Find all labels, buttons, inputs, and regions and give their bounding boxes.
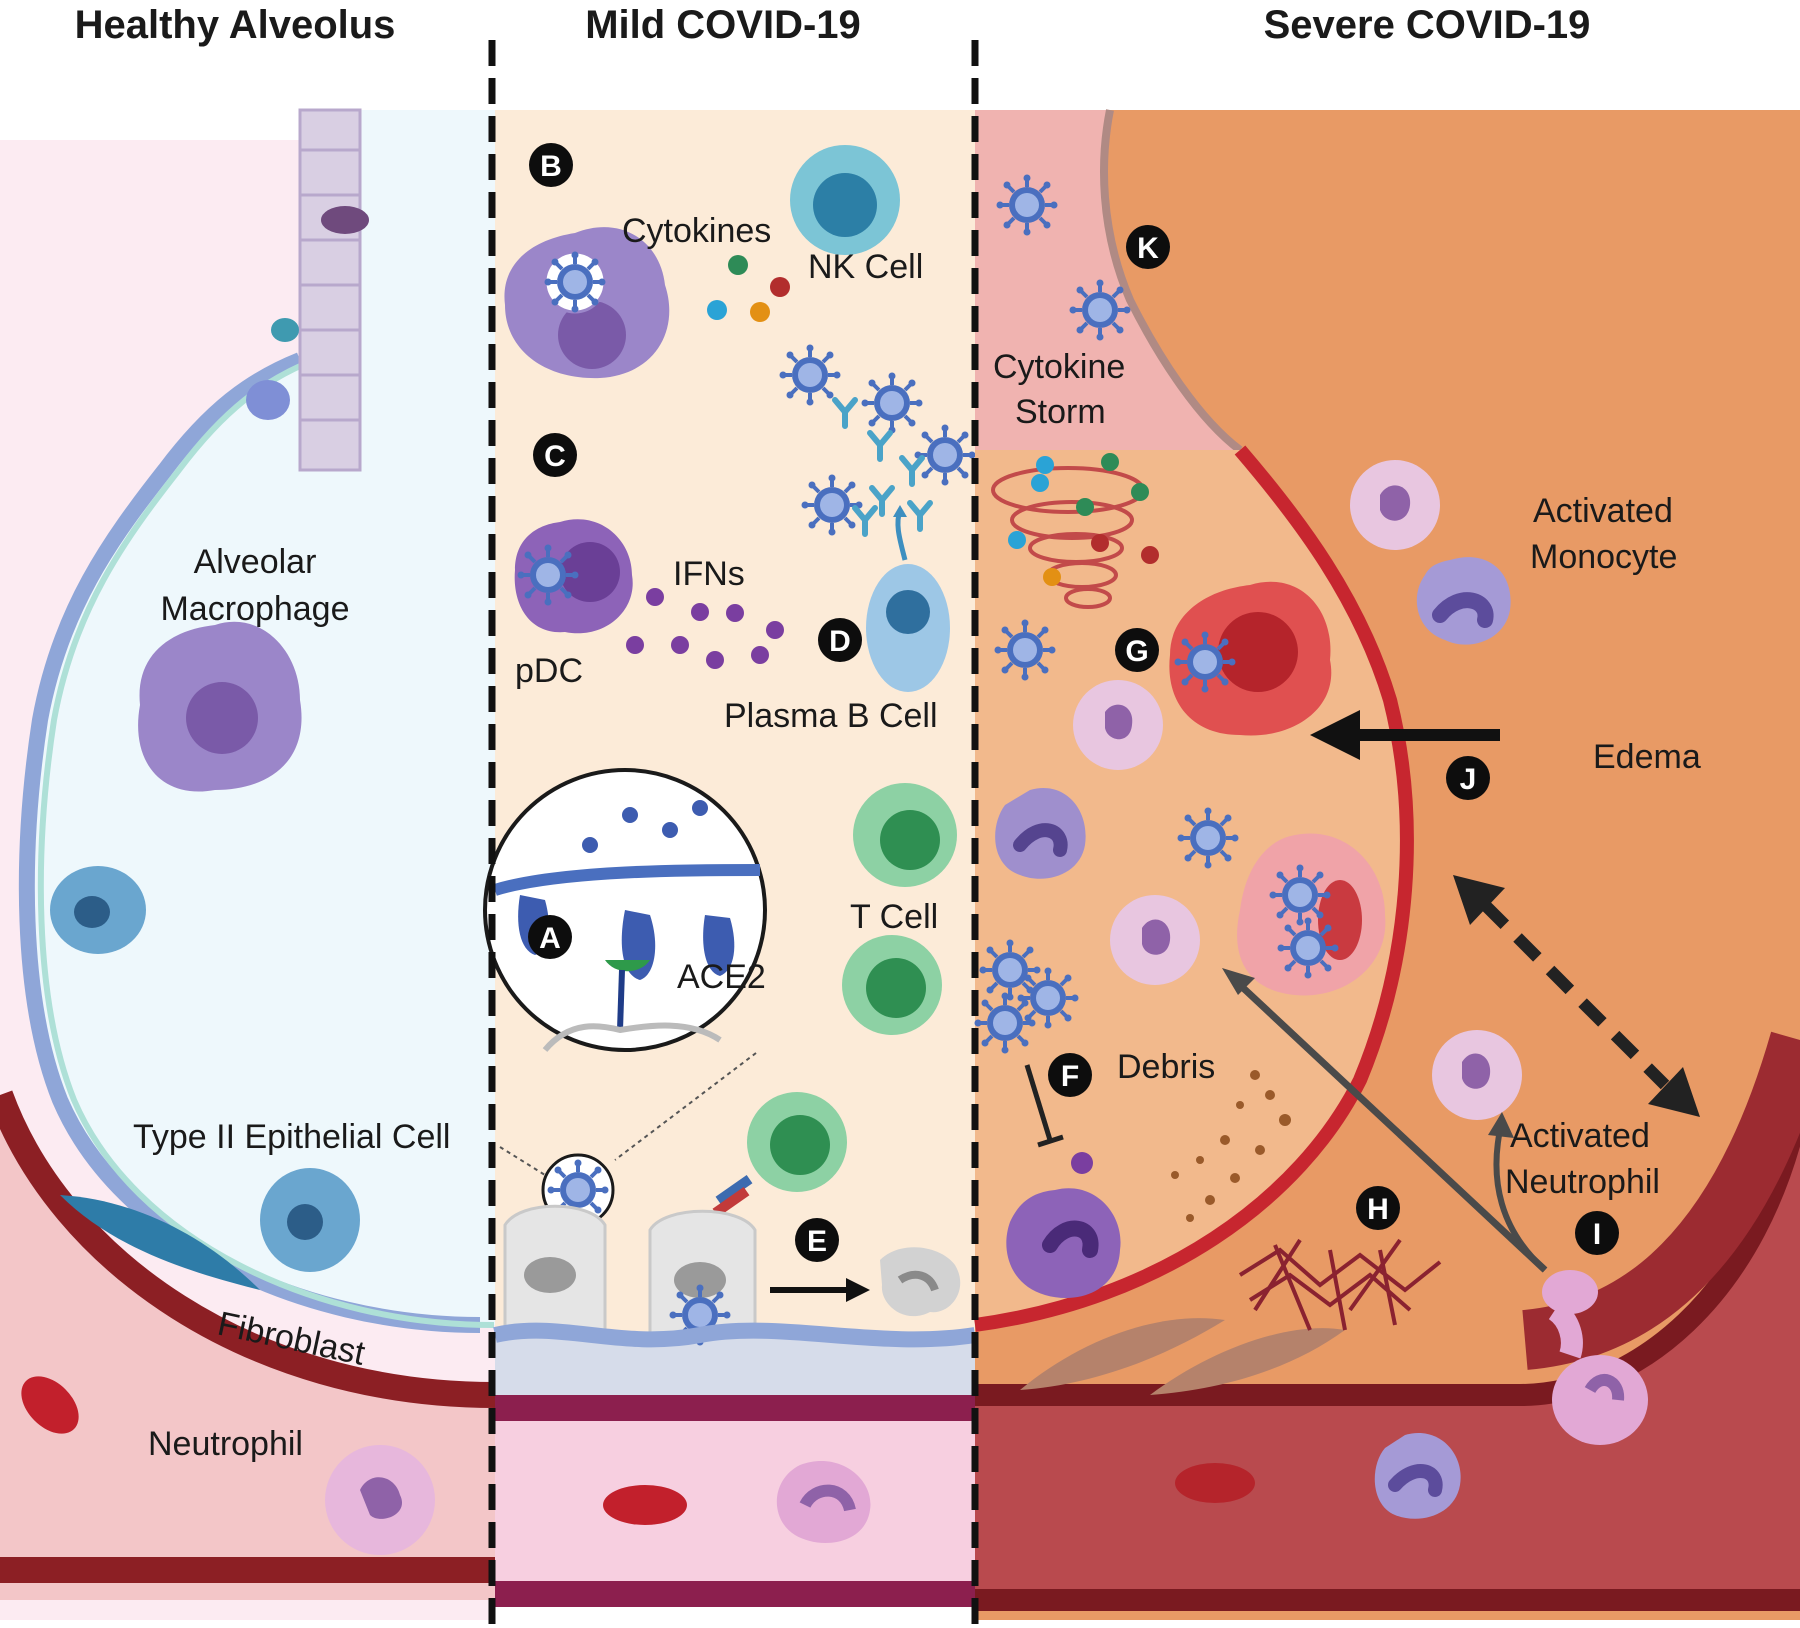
type2-epithelial-label: Type II Epithelial Cell: [133, 1118, 451, 1156]
apoptosis-arrow: [770, 1278, 870, 1302]
activated-neutrophil-cell: [1432, 1030, 1522, 1120]
edema-label: Edema: [1593, 738, 1701, 776]
fibroblast-cell: [60, 1195, 260, 1290]
badge-c: C: [533, 433, 577, 477]
cytokine-storm-label-2: Storm: [1015, 393, 1106, 431]
severe-pdc-cell: [1006, 1188, 1121, 1298]
svg-text:H: H: [1367, 1193, 1389, 1226]
mild-macrophage-cell: [504, 227, 670, 379]
plasma-b-cell-label: Plasma B Cell: [724, 697, 938, 735]
type2-epithelial-cell-upper: [50, 866, 146, 954]
severe-fibroblast-1: [1020, 1318, 1225, 1390]
ifns-label: IFNs: [673, 555, 745, 593]
t-cell-docking: [712, 1092, 847, 1217]
mild-red-blood-cell: [603, 1485, 687, 1525]
fibrin-mesh: [1238, 1238, 1442, 1331]
cytokine-dots: [707, 255, 790, 322]
nk-cell: [790, 145, 900, 255]
cytokines-label: Cytokines: [622, 212, 771, 250]
nk-cell-label: NK Cell: [808, 248, 923, 286]
plasma-b-cell: [866, 505, 950, 692]
mild-panel-title: Mild COVID-19: [585, 3, 861, 47]
svg-text:I: I: [1593, 1218, 1601, 1251]
pdc-label: pDC: [515, 652, 583, 690]
severe-neutrophil-upper: [1073, 680, 1163, 770]
svg-text:J: J: [1460, 763, 1477, 796]
neutrophil-label: Neutrophil: [148, 1425, 303, 1463]
badge-d: D: [818, 618, 862, 662]
mild-epithelial-cells: [503, 1204, 961, 1348]
cytokine-storm-label-1: Cytokine: [993, 348, 1125, 386]
ifn-dots: [626, 588, 784, 669]
activated-neutrophil-label-1: Activated: [1510, 1117, 1650, 1155]
badge-e: E: [795, 1218, 839, 1262]
ace2-zoom-inset: [483, 768, 767, 1176]
severe-fibroblast-2: [1150, 1328, 1345, 1395]
healthy-neutrophil-cell: [325, 1445, 435, 1555]
svg-text:E: E: [807, 1225, 827, 1258]
infected-pneumocyte: [1237, 833, 1386, 996]
svg-text:F: F: [1061, 1060, 1079, 1093]
severe-capillary-lining: [974, 445, 1414, 1332]
healthy-panel-title: Healthy Alveolus: [75, 3, 396, 47]
svg-text:B: B: [540, 150, 562, 183]
badge-g: G: [1115, 628, 1159, 672]
activated-monocyte-label-2: Monocyte: [1530, 538, 1677, 576]
storm-cytokine-dots: [1008, 453, 1159, 586]
t-cell-lower: [842, 935, 942, 1035]
ace2-label: ACE2: [677, 958, 766, 996]
severe-panel-title: Severe COVID-19: [1264, 3, 1591, 47]
activated-monocyte-label-1: Activated: [1533, 492, 1673, 530]
mild-panel: Cytokines NK Cell IFNs pDC Plasma B Cell…: [483, 110, 978, 1607]
badge-j: J: [1446, 756, 1490, 800]
activated-neutrophil-label-2: Neutrophil: [1505, 1163, 1660, 1201]
infected-macrophage-cell: [1169, 581, 1332, 736]
svg-text:A: A: [539, 922, 561, 955]
t-cell-upper: [853, 783, 957, 887]
svg-text:K: K: [1137, 232, 1159, 265]
edema-arrow-j: [1310, 710, 1500, 760]
dashed-double-arrow: [1453, 875, 1700, 1117]
alveolar-macrophage-label-2: Macrophage: [160, 590, 349, 628]
debris-particles: [1171, 1070, 1291, 1222]
svg-text:D: D: [829, 625, 851, 658]
mild-vessel-neutrophil: [776, 1461, 871, 1543]
severe-panel: Cytokine Storm Activated Monocyte Edema …: [972, 109, 1800, 1620]
badge-f: F: [1048, 1053, 1092, 1097]
t-cell-label: T Cell: [850, 898, 938, 936]
ciliated-epithelium: [246, 108, 369, 472]
migration-arrow: [1222, 968, 1548, 1273]
activated-monocyte-1: [1350, 460, 1440, 550]
badge-h: H: [1356, 1186, 1400, 1230]
badge-a: A: [528, 915, 572, 959]
activated-monocyte-2: [1416, 557, 1511, 645]
type2-epithelial-cell-lower: [260, 1168, 360, 1272]
necrotic-neutrophil: [1110, 895, 1200, 985]
vessel-monocyte: [1374, 1433, 1461, 1519]
debris-label: Debris: [1117, 1048, 1215, 1086]
transmigrating-neutrophil: [1542, 1270, 1648, 1445]
badge-i: I: [1575, 1211, 1619, 1255]
svg-text:G: G: [1125, 635, 1148, 668]
alveolar-macrophage-label-1: Alveolar: [194, 543, 317, 581]
healthy-panel: Alveolar Macrophage Type II Epithelial C…: [0, 108, 496, 1620]
alveolar-macrophage-cell: [138, 621, 302, 792]
pdc-cell: [514, 519, 633, 634]
severe-monocyte-lower: [995, 788, 1086, 879]
badge-k: K: [1126, 225, 1170, 269]
healthy-red-blood-cell: [21, 1376, 79, 1434]
inhibition-marker: [1024, 1064, 1093, 1174]
severe-red-blood-cell: [1175, 1463, 1255, 1503]
badge-b: B: [529, 143, 573, 187]
svg-text:C: C: [544, 440, 566, 473]
